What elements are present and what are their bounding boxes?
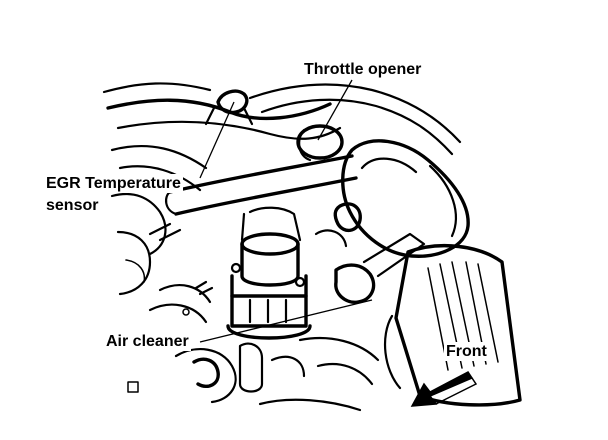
intake-pipe [164, 154, 358, 216]
lower-contours [127, 222, 380, 412]
valve-body [226, 206, 312, 340]
front-panel [383, 243, 522, 407]
label-egr-sensor-line2: sensor [44, 196, 101, 215]
leader-lines [199, 79, 373, 343]
label-front: Front [444, 342, 489, 361]
front-arrow [410, 371, 478, 407]
left-bracket [110, 192, 212, 324]
label-egr-sensor-line1: EGR Temperature [44, 174, 183, 193]
label-air-cleaner: Air cleaner [104, 332, 191, 351]
label-throttle-opener: Throttle opener [302, 60, 424, 79]
leader-throttle-opener [317, 79, 353, 141]
egr-temperature-sensor [204, 89, 254, 126]
right-tubes [314, 202, 426, 304]
leader-egr-sensor [199, 101, 235, 179]
leader-air-cleaner [199, 299, 373, 343]
